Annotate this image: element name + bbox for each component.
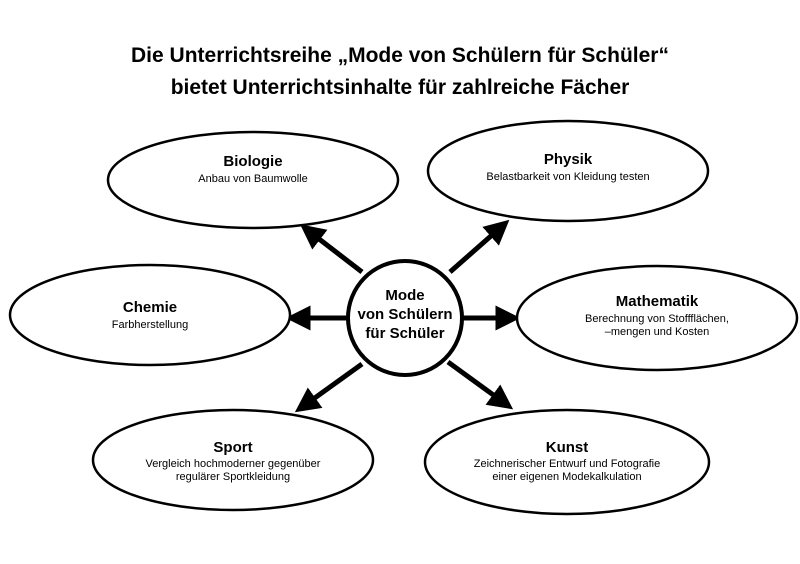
node-desc-2: einer eigenen Modekalkulation	[492, 471, 641, 483]
arrows	[285, 219, 521, 413]
center-line-1: Mode	[385, 287, 424, 304]
node-chemie: Chemie Farbherstellung	[8, 263, 292, 367]
node-biologie: Biologie Anbau von Baumwolle	[106, 130, 400, 230]
node-desc: Belastbarkeit von Kleidung testen	[486, 171, 649, 183]
node-desc-1: Vergleich hochmoderner gegenüber	[146, 458, 321, 470]
node-desc-2: –mengen und Kosten	[605, 326, 710, 338]
node-desc-2: regulärer Sportkleidung	[176, 471, 290, 483]
node-title: Mathematik	[616, 293, 699, 310]
title-line-1: Die Unterrichtsreihe „Mode von Schülern …	[131, 44, 669, 67]
node-desc-1: Berechnung von Stoffflächen,	[585, 313, 729, 325]
node-title: Chemie	[123, 299, 177, 316]
arrow-to-physik	[448, 219, 510, 274]
node-desc-1: Zeichnerischer Entwurf und Fotografie	[474, 458, 660, 470]
center-line-2: von Schülern	[357, 306, 452, 323]
node-desc: Farbherstellung	[112, 319, 188, 331]
node-desc: Anbau von Baumwolle	[198, 173, 307, 185]
center-line-3: für Schüler	[365, 325, 444, 342]
node-title: Physik	[544, 151, 593, 168]
title-line-2: bietet Unterrichtsinhalte für zahlreiche…	[171, 76, 630, 99]
arrow-to-kunst	[446, 359, 514, 410]
node-mathematik: Mathematik Berechnung von Stoffflächen, …	[515, 264, 799, 372]
node-sport: Sport Vergleich hochmoderner gegenüber r…	[91, 408, 375, 512]
node-title: Kunst	[546, 439, 589, 456]
node-physik: Physik Belastbarkeit von Kleidung testen	[426, 119, 710, 223]
center-node: Mode von Schülern für Schüler	[346, 259, 464, 377]
node-title: Sport	[213, 439, 252, 456]
node-kunst: Kunst Zeichnerischer Entwurf und Fotogra…	[423, 408, 711, 516]
arrow-to-sport	[294, 361, 364, 413]
arrow-to-biologie	[300, 224, 364, 274]
node-title: Biologie	[223, 153, 282, 170]
